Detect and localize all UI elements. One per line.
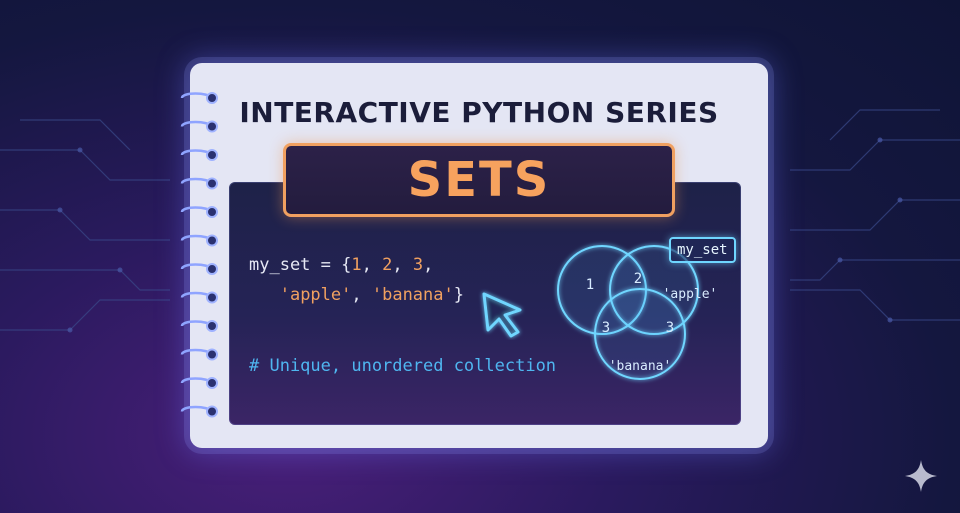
binding-ring — [206, 263, 218, 275]
binding-ring — [206, 177, 218, 190]
venn-region-left: 1 — [586, 277, 594, 293]
binding-ring — [206, 92, 218, 104]
code-number: 2 — [382, 255, 393, 275]
topic-title: SETS — [407, 152, 551, 208]
venn-set-label: my_set — [669, 237, 736, 263]
venn-circle-bottom — [594, 288, 686, 380]
code-token: , — [361, 255, 383, 275]
binding-ring — [206, 377, 218, 389]
venn-region-top-overlap: 2 — [634, 271, 642, 287]
series-title: INTERACTIVE PYTHON SERIES — [239, 96, 719, 129]
binding-ring — [206, 206, 218, 218]
binding-ring — [206, 320, 218, 332]
code-string: 'apple' — [279, 285, 352, 305]
code-line-2: 'apple', 'banana'} — [249, 285, 464, 305]
code-token: } — [453, 285, 464, 305]
binding-ring — [206, 234, 218, 247]
code-token: , — [423, 255, 434, 275]
code-string: 'banana' — [371, 285, 454, 305]
code-line-1: my_set = {1, 2, 3, — [249, 255, 433, 275]
pointer-cursor-icon — [482, 292, 522, 338]
venn-diagram: 1 2 'apple' 3 3 'banana' — [557, 245, 718, 380]
topic-banner: SETS — [283, 143, 675, 217]
venn-region-bottom-left-overlap: 3 — [602, 320, 610, 336]
code-number: 3 — [412, 255, 424, 275]
binding-ring — [206, 348, 218, 361]
code-indent — [249, 285, 280, 305]
code-token: , — [351, 285, 372, 305]
binding-ring — [206, 405, 218, 418]
code-token: my_set = { — [249, 255, 352, 275]
binding-ring — [206, 120, 218, 133]
venn-region-right: 'apple' — [663, 287, 718, 302]
code-token: , — [392, 255, 413, 275]
spiral-binding — [180, 92, 218, 418]
venn-region-bottom-right-overlap: 3 — [666, 320, 674, 336]
code-number: 1 — [351, 255, 362, 275]
binding-ring — [206, 291, 218, 304]
binding-ring — [206, 149, 218, 161]
code-comment: # Unique, unordered collection — [249, 356, 557, 376]
venn-region-bottom: 'banana' — [609, 359, 672, 374]
sparkle-icon — [905, 460, 937, 492]
